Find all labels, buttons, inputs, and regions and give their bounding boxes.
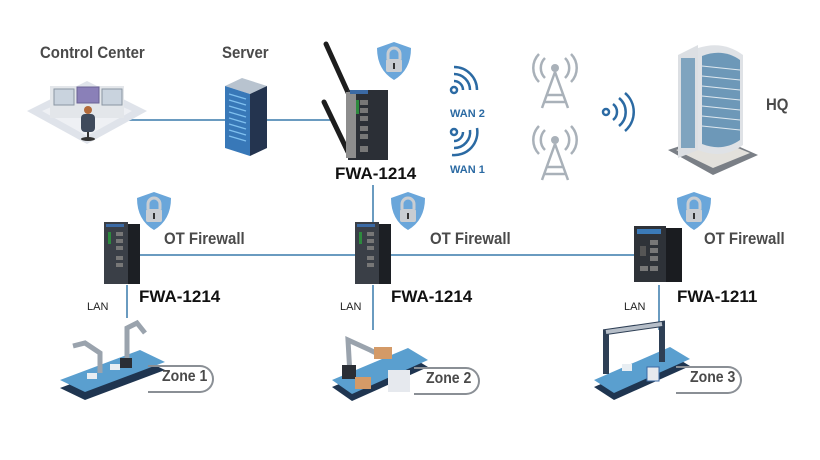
shield-lock-icon [137,192,171,230]
zone-2-label: Zone 2 [426,370,472,387]
cell-tower-icon [532,125,578,181]
server-rack-icon [225,78,267,156]
wan2-label: WAN 2 [450,108,485,120]
zone-1-label: Zone 1 [162,368,208,385]
gateway-model-label: FWA-1214 [335,164,417,183]
cellular-gateway-device-icon [321,41,388,160]
firewall-1-lan-label: LAN [87,301,109,313]
wifi-signal-icon [601,92,635,132]
control-center-icon [27,81,147,144]
packing-robot-conveyor-icon [332,336,428,401]
firewall-device-icon [104,222,140,284]
shield-lock-icon [391,192,425,230]
control-center-label: Control Center [40,43,145,62]
firewall-1-model-label: FWA-1214 [139,287,221,306]
robotic-arm-conveyor-icon [60,319,165,400]
hq-building-icon [668,45,758,175]
firewall-2-lan-label: LAN [340,301,362,313]
wifi-signal-icon [449,65,479,95]
firewall-device-icon [634,226,682,282]
firewall-3-role-label: OT Firewall [704,229,785,248]
zone-3-label: Zone 3 [690,369,736,386]
zone-3-tag [676,366,742,394]
firewall-3-lan-label: LAN [624,301,646,313]
firewall-2-model-label: FWA-1214 [391,287,473,306]
shield-lock-icon [677,192,711,230]
wifi-signal-icon [449,127,479,157]
hq-label: HQ [766,95,789,114]
firewall-2-role-label: OT Firewall [430,229,511,248]
server-label: Server [222,43,269,62]
firewall-1-role-label: OT Firewall [164,229,245,248]
firewall-device-icon [355,222,391,284]
wan1-label: WAN 1 [450,164,485,176]
firewall-3-model-label: FWA-1211 [677,287,758,306]
zone-2-tag [414,367,480,395]
inspection-gantry-conveyor-icon [594,320,690,400]
shield-lock-icon [377,42,411,80]
cell-tower-icon [532,53,578,109]
zone-1-tag [148,365,214,393]
